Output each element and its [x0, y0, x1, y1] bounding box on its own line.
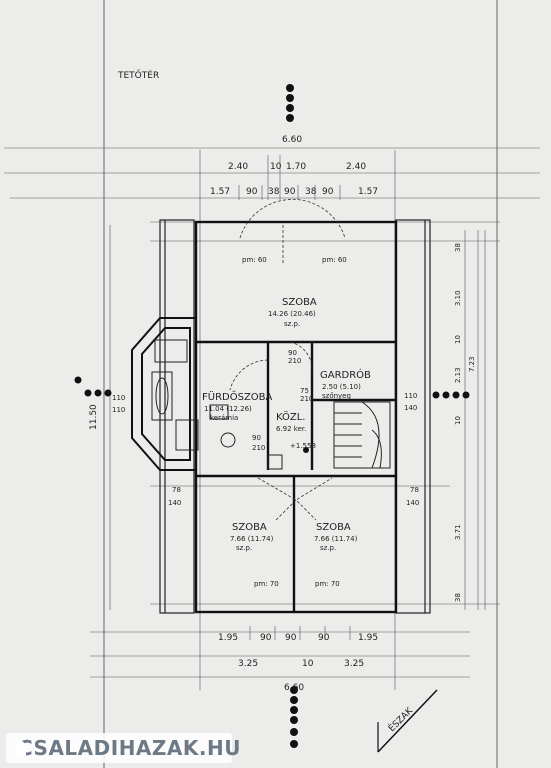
- bathroom-fixtures: [151, 339, 283, 470]
- overall-width-bottom: 6.60: [284, 683, 304, 693]
- door-dims: 90 210 75 210 90 210: [252, 349, 313, 452]
- dim-label: 210: [300, 395, 313, 403]
- dim-label: 75: [300, 387, 309, 395]
- dim-label: 90: [322, 187, 334, 197]
- north-label: ÉSZAK: [386, 704, 416, 734]
- dim-label: 38: [454, 243, 462, 252]
- room-name: FÜRDŐSZOBA: [202, 389, 273, 403]
- dim-label: 10: [302, 659, 314, 669]
- dim-label: 90: [284, 187, 296, 197]
- bottom-dims-row1: 1.95 90 90 90 1.95: [218, 633, 378, 643]
- dim-label: 90: [252, 434, 261, 442]
- dim-label: 1.70: [286, 162, 306, 172]
- room-furdo: FÜRDŐSZOBA 11.04 (12.26) kerámia: [202, 389, 273, 422]
- room-floor: kerámia: [210, 414, 238, 422]
- room-name: SZOBA: [282, 297, 317, 308]
- dim-label: 1.95: [218, 633, 238, 643]
- watermark: CSALADIHAZAK.HU: [6, 733, 240, 763]
- dim-label: 90: [246, 187, 258, 197]
- dim-label: 10: [454, 335, 462, 344]
- level-mark: +1.558: [290, 442, 316, 450]
- room-floor: sz.p.: [320, 544, 336, 552]
- sheet-frame: [103, 0, 498, 768]
- north-arrow: ÉSZAK: [377, 689, 438, 753]
- axis-markers: [74, 84, 470, 748]
- plan-title: TETŐTÉR: [117, 69, 159, 81]
- room-szoba-right: SZOBA 7.66 (11.74) sz.p.: [314, 522, 358, 552]
- dim-label: 2.40: [228, 162, 248, 172]
- staircase: [333, 401, 391, 469]
- top-dims-row2: 1.57 90 38 90 38 90 1.57: [210, 187, 378, 197]
- dim-label: 1.57: [210, 187, 230, 197]
- dim-label: 3.25: [344, 659, 364, 669]
- dim-label: 2.13: [454, 367, 462, 383]
- dim-label: 90: [285, 633, 297, 643]
- dim-label: 90: [260, 633, 272, 643]
- dim-label: 110: [112, 406, 125, 414]
- roof-slope-walls: [159, 219, 431, 614]
- dim-label: 90: [318, 633, 330, 643]
- room-area: 2.50 (5.10): [322, 383, 361, 391]
- dim-label: 2.40: [346, 162, 366, 172]
- dim-label: 3.25: [238, 659, 258, 669]
- bottom-dims-row2: 3.25 10 3.25: [238, 659, 364, 669]
- room-szoba-left: SZOBA 7.66 (11.74) sz.p.: [230, 522, 274, 552]
- window-label: pm: 60: [322, 256, 347, 264]
- room-area: 7.66 (11.74): [230, 535, 274, 543]
- dim-label: 1.57: [358, 187, 378, 197]
- dim-label: 1.95: [358, 633, 378, 643]
- room-floor: szőnyeg: [322, 391, 351, 400]
- watermark-text: CSALADIHAZAK.HU: [18, 736, 241, 760]
- top-dims-row1: 2.40 10 1.70 2.40: [228, 162, 366, 172]
- door-swings: [229, 199, 346, 521]
- room-area: 6.92 ker.: [276, 425, 306, 433]
- room-floor: sz.p.: [236, 544, 252, 552]
- room-area: 14.26 (20.46): [268, 310, 316, 318]
- dim-label: 38: [268, 187, 280, 197]
- room-gardrob: GARDRÓB 2.50 (5.10) szőnyeg: [320, 368, 371, 400]
- dim-label: 38: [305, 187, 317, 197]
- right-dims: 38 3.10 10 2.13 10 3.71 38 7.23: [454, 243, 476, 602]
- dim-label: 3.10: [454, 290, 462, 306]
- room-area: 11.04 (12.26): [204, 405, 252, 413]
- room-name: KÖZL.: [276, 410, 305, 423]
- dim-label: 140: [406, 499, 419, 507]
- dim-label: 3.71: [454, 524, 462, 540]
- window-label: pm: 60: [242, 256, 267, 264]
- dim-label: 210: [288, 357, 301, 365]
- dim-label: 7.23: [468, 356, 476, 372]
- dim-label: 140: [404, 404, 417, 412]
- dim-label: 110: [404, 392, 417, 400]
- dim-label: 10: [454, 416, 462, 425]
- window-label: pm: 70: [254, 580, 279, 588]
- overall-width-top: 6.60: [282, 135, 302, 145]
- bay-window: [131, 317, 197, 471]
- room-floor: sz.p.: [284, 320, 300, 328]
- dim-label: 140: [168, 499, 181, 507]
- room-kozl: KÖZL. 6.92 ker.: [276, 410, 306, 433]
- room-name: GARDRÓB: [320, 368, 371, 381]
- overall-height-left: 11.50: [89, 404, 99, 430]
- dim-label: 78: [172, 486, 181, 494]
- dim-label: 78: [410, 486, 419, 494]
- room-name: SZOBA: [232, 522, 267, 533]
- dim-label: 210: [252, 444, 265, 452]
- dim-label: 90: [288, 349, 297, 357]
- dim-label: 110: [112, 394, 125, 402]
- dim-label: 38: [454, 593, 462, 602]
- room-name: SZOBA: [316, 522, 351, 533]
- side-dims: 110 110 78 140 78 140 140 110: [112, 392, 419, 507]
- window-label: pm: 70: [315, 580, 340, 588]
- room-szoba-top: SZOBA 14.26 (20.46) sz.p.: [268, 297, 317, 328]
- room-area: 7.66 (11.74): [314, 535, 358, 543]
- dim-label: 10: [270, 162, 282, 172]
